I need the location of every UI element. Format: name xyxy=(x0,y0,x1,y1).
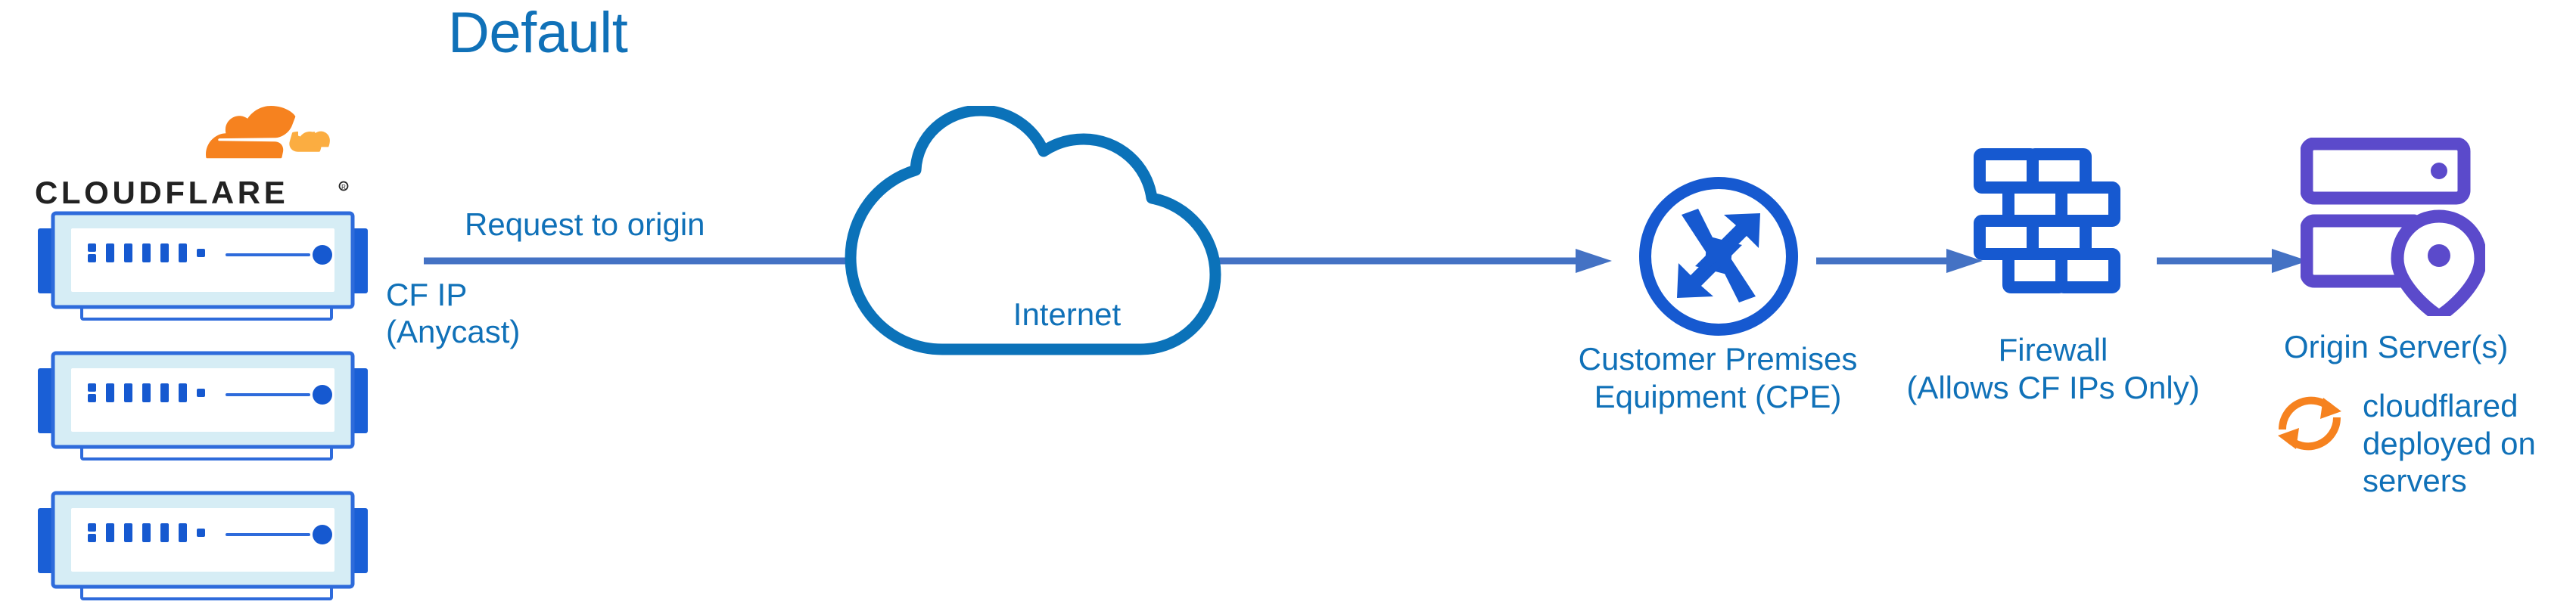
page-title: Default xyxy=(448,1,628,65)
svg-text:CLOUDFLARE: CLOUDFLARE xyxy=(35,177,288,210)
cf-ip-anycast-label: CF IP (Anycast) xyxy=(386,277,521,349)
cloud-outline-icon xyxy=(832,104,1302,355)
cloudflare-server-rack xyxy=(36,350,369,464)
cloudflare-server-rack xyxy=(36,490,369,603)
cloudflare-brand-lockup: CLOUDFLARE R xyxy=(35,106,353,219)
firewall-label: Firewall (Allows CF IPs Only) xyxy=(1906,332,2200,405)
cloudflare-wordmark: CLOUDFLARE R xyxy=(35,175,353,210)
cloudflare-cloud-logo-icon xyxy=(180,106,331,178)
arrow-firewall-to-origin xyxy=(2157,246,2308,276)
sync-refresh-circle-icon xyxy=(2270,384,2349,463)
cpe-label: Customer Premises Equipment (CPE) xyxy=(1578,341,1858,414)
arrow-cpe-to-firewall xyxy=(1816,246,1983,276)
brick-wall-icon xyxy=(1972,148,2123,322)
cloudflare-server-rack xyxy=(36,210,369,324)
cloudflared-callout-label: cloudflared deployed on servers xyxy=(2363,388,2536,499)
request-to-origin-label: Request to origin xyxy=(465,206,705,242)
server-stack-pin-icon xyxy=(2300,137,2487,323)
router-four-arrows-icon xyxy=(1635,172,1803,340)
svg-text:R: R xyxy=(341,184,346,191)
internet-label: Internet xyxy=(1013,296,1122,332)
origin-server-label: Origin Server(s) xyxy=(2284,329,2509,364)
